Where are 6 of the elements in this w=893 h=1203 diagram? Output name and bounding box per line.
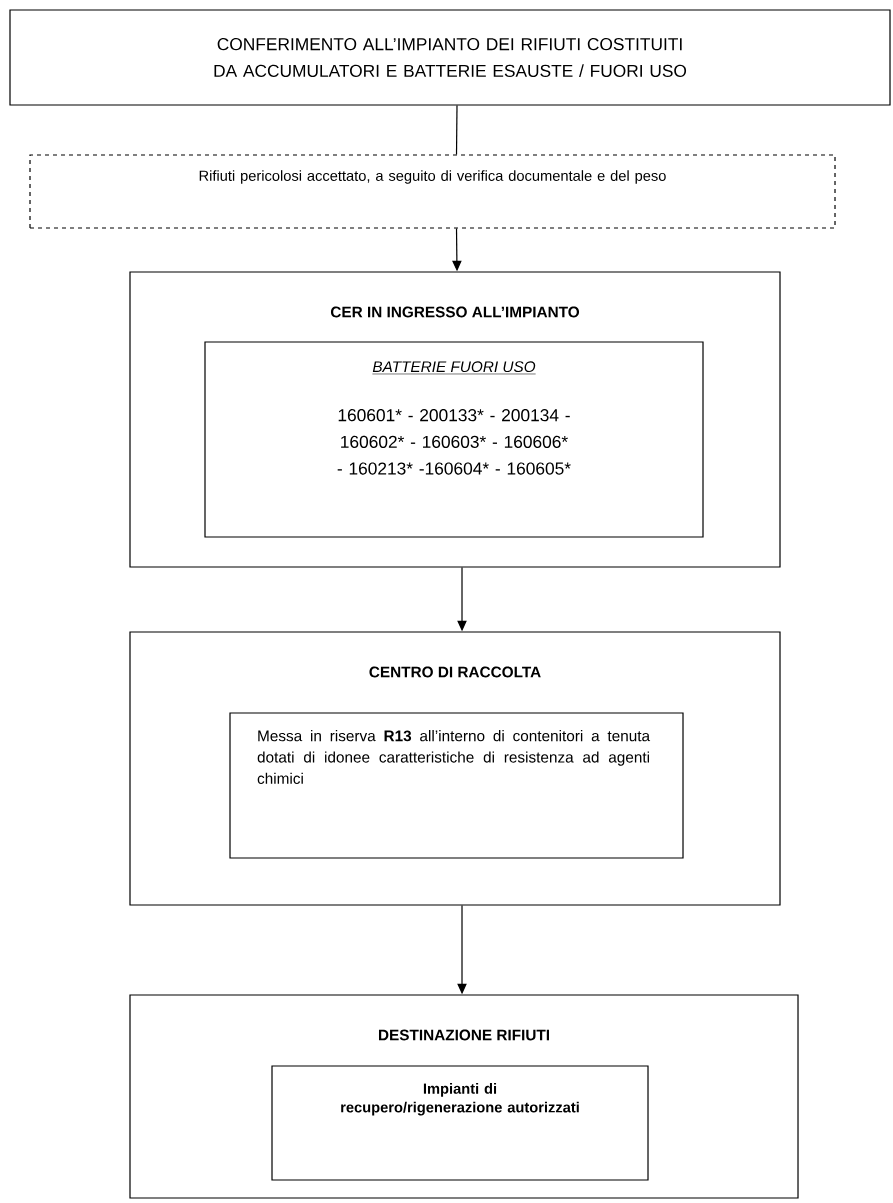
connector-line [455,105,458,155]
destination-box: Impianti di recupero/rigenerazione autorizzati [271,1065,649,1181]
note-box: Messa in riserva R13 all’interno di contenitori a tenuta dotati di idonee caratteristiche di resistenza ad agenti chimici [229,712,684,859]
code-list-box: BATTERIE FUORI USO 160601* - 200133* - 200134 - 160602* - 160603* - 160606* - 160213* -160604* - 160605* [204,341,704,538]
dashed-box: Rifiuti pericolosi accettato, a seguito di verifica documentale e del peso [29,154,836,229]
title-box: CONFERIMENTO ALL’IMPIANTO DEI RIFIUTI COSTITUITI DA ACCUMULATORI E BATTERIE ESAUSTE / FUORI USO [9,9,891,106]
